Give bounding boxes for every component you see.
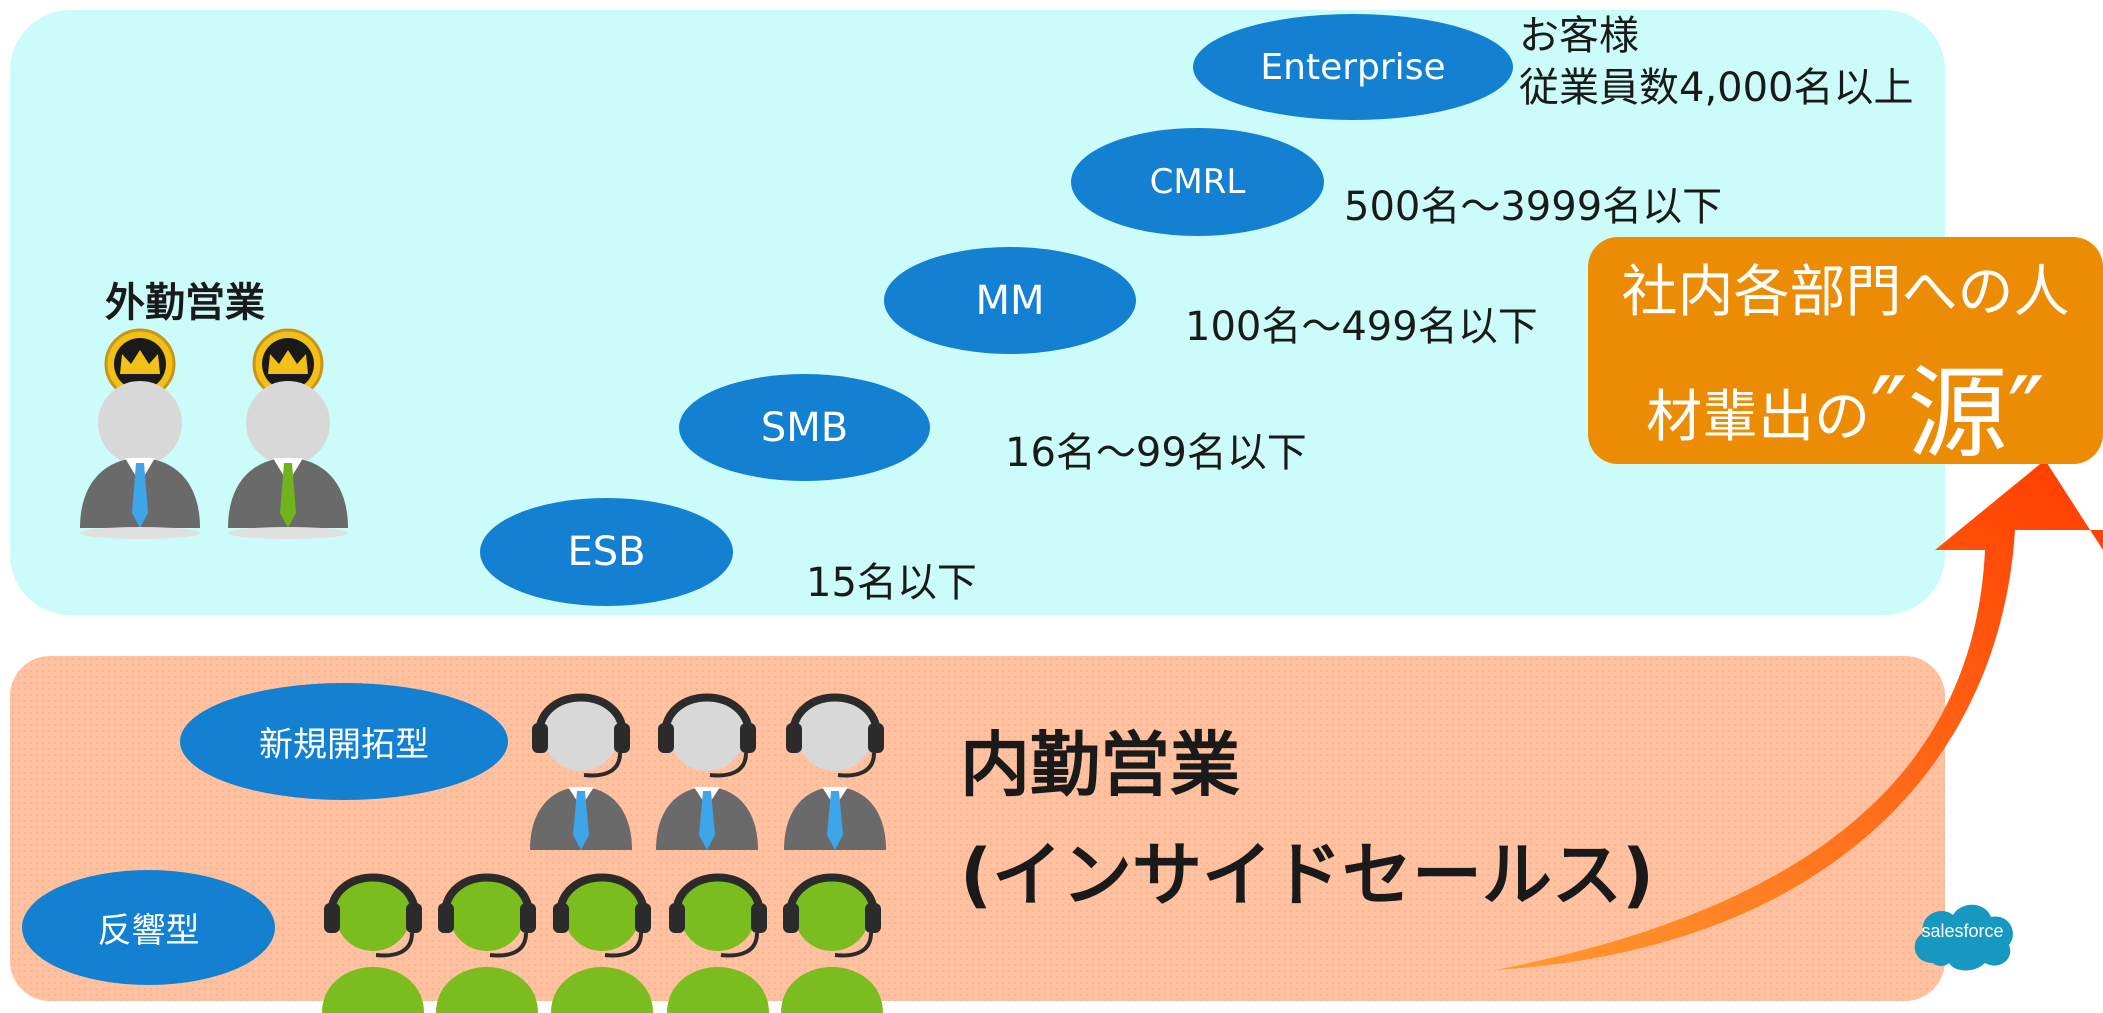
salesforce-logo-text: salesforce (1921, 921, 2004, 941)
segment-range-cmrl: 500名～3999名以下 (1344, 184, 1723, 230)
segment-range-esb: 15名以下 (806, 560, 977, 606)
talent-source-line1: 社内各部門への人 (1621, 260, 2070, 325)
sales-rep-avatar-green-tie (218, 328, 358, 548)
customer-header-line2: 従業員数4,000名以上 (1519, 65, 1914, 111)
salesforce-logo: salesforce (1905, 893, 2020, 973)
talent-source-line2: 材輩出の″源″ (1588, 332, 2103, 477)
segment-cmrl: CMRL (1071, 128, 1324, 236)
inbound-sales-avatar-green (428, 855, 546, 1013)
inside-sales-avatar-grey (522, 675, 640, 855)
inside-sales-title-line2: (インサイドセールス) (960, 834, 1654, 916)
inbound-sales-avatar-green (773, 855, 891, 1013)
segment-range-mm: 100名～499名以下 (1185, 304, 1538, 350)
segment-esb: ESB (480, 498, 733, 606)
segment-smb: SMB (679, 374, 930, 481)
type-new-business: 新規開拓型 (180, 683, 508, 800)
inside-sales-avatar-grey (776, 675, 894, 855)
sales-rep-avatar-blue-tie (70, 328, 210, 548)
talent-source-prefix: 材輩出の (1646, 385, 1871, 450)
segment-range-smb: 16名～99名以下 (1005, 430, 1307, 476)
inbound-sales-avatar-green (659, 855, 777, 1013)
segment-mm: MM (884, 247, 1136, 354)
inside-sales-avatar-grey (648, 675, 766, 855)
customer-size-header: お客様 従業員数4,000名以上 (1519, 10, 1914, 114)
inside-sales-title: 内勤営業 (インサイドセールス) (960, 710, 1654, 930)
segment-enterprise: Enterprise (1193, 14, 1513, 120)
customer-header-line1: お客様 (1519, 13, 1639, 59)
type-inbound: 反響型 (22, 870, 275, 985)
outside-sales-title: 外勤営業 (105, 280, 265, 326)
inbound-sales-avatar-green (543, 855, 661, 1013)
talent-source-box: 社内各部門への人 材輩出の″源″ (1588, 237, 2103, 472)
talent-source-emphasis: ″源″ (1870, 355, 2045, 472)
inside-sales-title-line1: 内勤営業 (960, 724, 1240, 806)
inbound-sales-avatar-green (314, 855, 432, 1013)
